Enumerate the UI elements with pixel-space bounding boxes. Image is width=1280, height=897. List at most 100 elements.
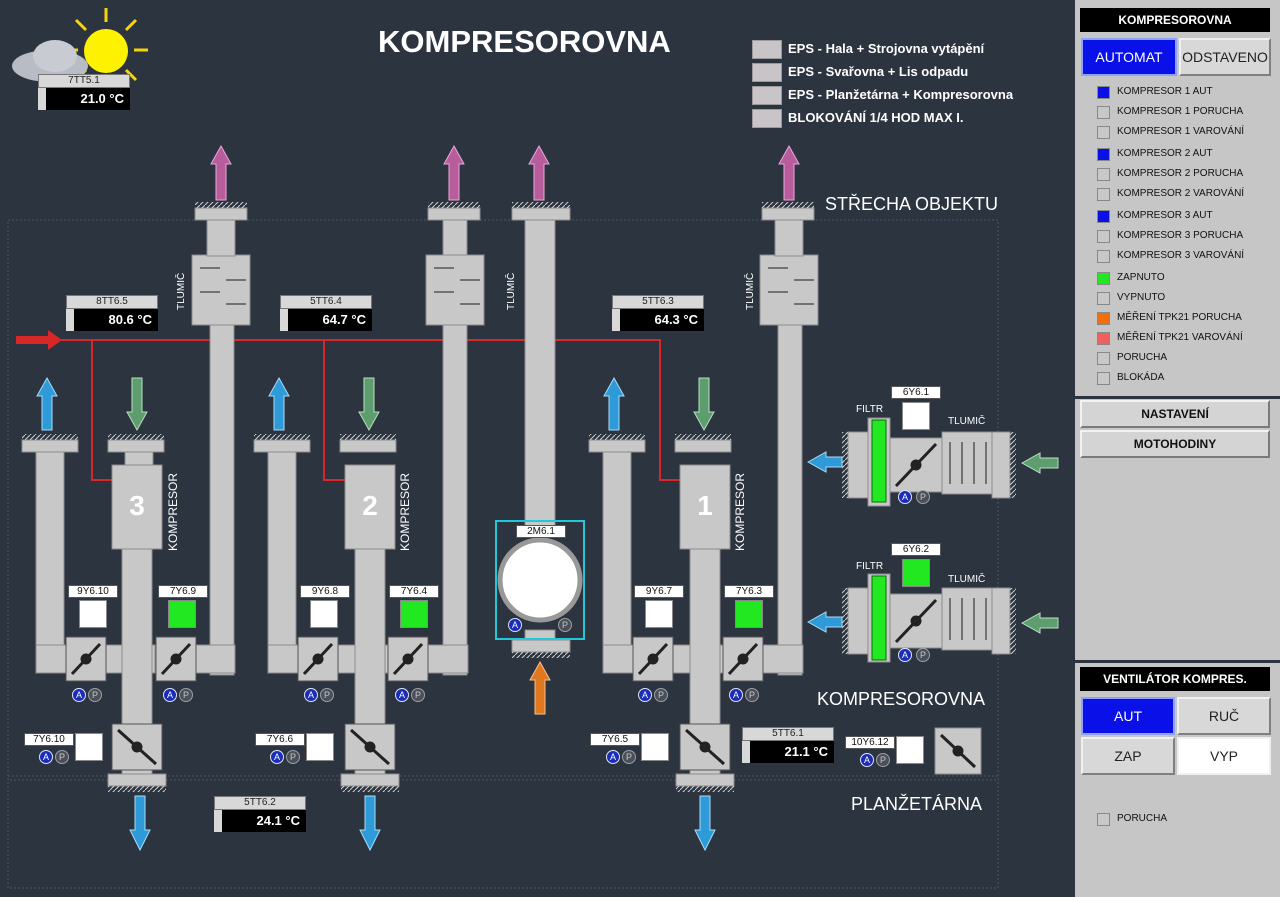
auto-indicator[interactable]: A bbox=[606, 750, 620, 764]
manual-indicator[interactable]: P bbox=[916, 648, 930, 662]
page-title: KOMPRESOROVNA bbox=[378, 24, 671, 59]
legend-item: KOMPRESOR 3 PORUCHA bbox=[1097, 228, 1277, 246]
section-roof-label: STŘECHA OBJEKTU bbox=[825, 194, 999, 214]
zone-planz-outline bbox=[7, 775, 999, 889]
manual-indicator[interactable]: P bbox=[745, 688, 759, 702]
auto-indicator[interactable]: A bbox=[898, 490, 912, 504]
compressor-3-number[interactable]: 3 bbox=[129, 490, 145, 521]
legend-label: KOMPRESOR 2 VAROVÁNÍ bbox=[1117, 188, 1245, 199]
legend-item: KOMPRESOR 2 PORUCHA bbox=[1097, 166, 1277, 184]
sensor-value: 80.6 °C bbox=[66, 309, 158, 331]
vent-zap-button[interactable]: ZAP bbox=[1081, 737, 1175, 775]
vent-aut-button[interactable]: AUT bbox=[1081, 697, 1175, 735]
auto-indicator[interactable]: A bbox=[304, 688, 318, 702]
auto-indicator[interactable]: A bbox=[638, 688, 652, 702]
auto-indicator[interactable]: A bbox=[729, 688, 743, 702]
valve-tag: 7Y6.6 bbox=[255, 733, 305, 746]
auto-indicator[interactable]: A bbox=[395, 688, 409, 702]
sensor-tag: 7TT5.1 bbox=[38, 74, 130, 88]
valve-state-off[interactable] bbox=[641, 733, 669, 761]
nastaveni-button[interactable]: NASTAVENÍ bbox=[1080, 400, 1270, 428]
legend-label: KOMPRESOR 1 PORUCHA bbox=[1117, 106, 1244, 117]
eps-label: EPS - Planžetárna + Kompresorovna bbox=[788, 87, 1014, 102]
auto-indicator[interactable]: A bbox=[270, 750, 284, 764]
legend-item: PORUCHA bbox=[1097, 350, 1277, 368]
legend-item: KOMPRESOR 1 AUT bbox=[1097, 84, 1277, 102]
eps-label: EPS - Svařovna + Lis odpadu bbox=[788, 64, 969, 79]
valve-state-off[interactable] bbox=[75, 733, 103, 761]
auto-indicator[interactable]: A bbox=[72, 688, 86, 702]
valve-tag: 6Y6.1 bbox=[891, 386, 941, 399]
manual-indicator[interactable]: P bbox=[286, 750, 300, 764]
manual-indicator[interactable]: P bbox=[654, 688, 668, 702]
valve-state-off[interactable] bbox=[645, 600, 673, 628]
manual-indicator[interactable]: P bbox=[179, 688, 193, 702]
manual-indicator[interactable]: P bbox=[916, 490, 930, 504]
valve-state-off[interactable] bbox=[896, 736, 924, 764]
automat-button[interactable]: AUTOMAT bbox=[1081, 38, 1177, 76]
sensor-tag: 5TT6.4 bbox=[280, 295, 372, 309]
auto-indicator[interactable]: A bbox=[39, 750, 53, 764]
valve-state-off[interactable] bbox=[79, 600, 107, 628]
valve-state-off[interactable] bbox=[306, 733, 334, 761]
status-swatch bbox=[1097, 188, 1110, 201]
legend-label: KOMPRESOR 1 VAROVÁNÍ bbox=[1117, 126, 1245, 137]
status-swatch bbox=[1097, 210, 1110, 223]
manual-indicator[interactable]: P bbox=[876, 753, 890, 767]
auto-indicator[interactable]: A bbox=[898, 648, 912, 662]
compressor-label: KOMPRESOR bbox=[398, 472, 412, 551]
auto-indicator[interactable]: A bbox=[163, 688, 177, 702]
auto-indicator[interactable]: A bbox=[508, 618, 522, 632]
legend-label: KOMPRESOR 3 VAROVÁNÍ bbox=[1117, 250, 1245, 261]
legend-label: KOMPRESOR 1 AUT bbox=[1117, 86, 1213, 97]
compressor-label: KOMPRESOR bbox=[166, 472, 180, 551]
valve-tag: 9Y6.10 bbox=[68, 585, 118, 598]
manual-indicator[interactable]: P bbox=[558, 618, 572, 632]
legend-item: VYPNUTO bbox=[1097, 290, 1277, 308]
fan-icon bbox=[497, 537, 583, 623]
legend-label: KOMPRESOR 3 PORUCHA bbox=[1117, 230, 1244, 241]
legend-label: KOMPRESOR 2 AUT bbox=[1117, 148, 1213, 159]
manual-indicator[interactable]: P bbox=[411, 688, 425, 702]
valve-state-on[interactable] bbox=[735, 600, 763, 628]
manual-indicator[interactable]: P bbox=[622, 750, 636, 764]
status-swatch bbox=[1097, 813, 1110, 826]
auto-indicator[interactable]: A bbox=[860, 753, 874, 767]
manual-indicator[interactable]: P bbox=[88, 688, 102, 702]
legend-label: MĚŘENÍ TPK21 VAROVÁNÍ bbox=[1117, 332, 1243, 343]
valve-state-off[interactable] bbox=[310, 600, 338, 628]
panel-title: KOMPRESOROVNA bbox=[1080, 8, 1270, 32]
vent-vyp-button[interactable]: VYP bbox=[1177, 737, 1271, 775]
section-room-label: KOMPRESOROVNA bbox=[817, 689, 986, 709]
legend-item: ZAPNUTO bbox=[1097, 270, 1277, 288]
legend-label: MĚŘENÍ TPK21 PORUCHA bbox=[1117, 312, 1242, 323]
valve-state-on[interactable] bbox=[168, 600, 196, 628]
valve-state-on[interactable] bbox=[400, 600, 428, 628]
intake-valve-state-on[interactable] bbox=[902, 559, 930, 587]
manual-indicator[interactable]: P bbox=[320, 688, 334, 702]
legend-item: KOMPRESOR 2 VAROVÁNÍ bbox=[1097, 186, 1277, 204]
manual-indicator[interactable]: P bbox=[55, 750, 69, 764]
legend-label: KOMPRESOR 3 AUT bbox=[1117, 210, 1213, 221]
sensor-value: 21.1 °C bbox=[742, 741, 834, 763]
vent-ruc-button[interactable]: RUČ bbox=[1177, 697, 1271, 735]
odstaveno-button[interactable]: ODSTAVENO bbox=[1179, 38, 1271, 76]
status-swatch bbox=[1097, 272, 1110, 285]
sensor-tag: 5TT6.2 bbox=[214, 796, 306, 810]
motohodiny-button[interactable]: MOTOHODINY bbox=[1080, 430, 1270, 458]
blocking-label: BLOKOVÁNÍ 1/4 HOD MAX I. bbox=[788, 110, 964, 125]
compressor-1-number[interactable]: 1 bbox=[697, 490, 713, 521]
valve-tag: 9Y6.7 bbox=[634, 585, 684, 598]
legend-item: KOMPRESOR 3 AUT bbox=[1097, 208, 1277, 226]
intake-valve-state-off[interactable] bbox=[902, 402, 930, 430]
status-swatch bbox=[1097, 250, 1110, 263]
compressor-2-number[interactable]: 2 bbox=[362, 490, 378, 521]
sensor-tag: 5TT6.3 bbox=[612, 295, 704, 309]
status-swatch bbox=[1097, 126, 1110, 139]
